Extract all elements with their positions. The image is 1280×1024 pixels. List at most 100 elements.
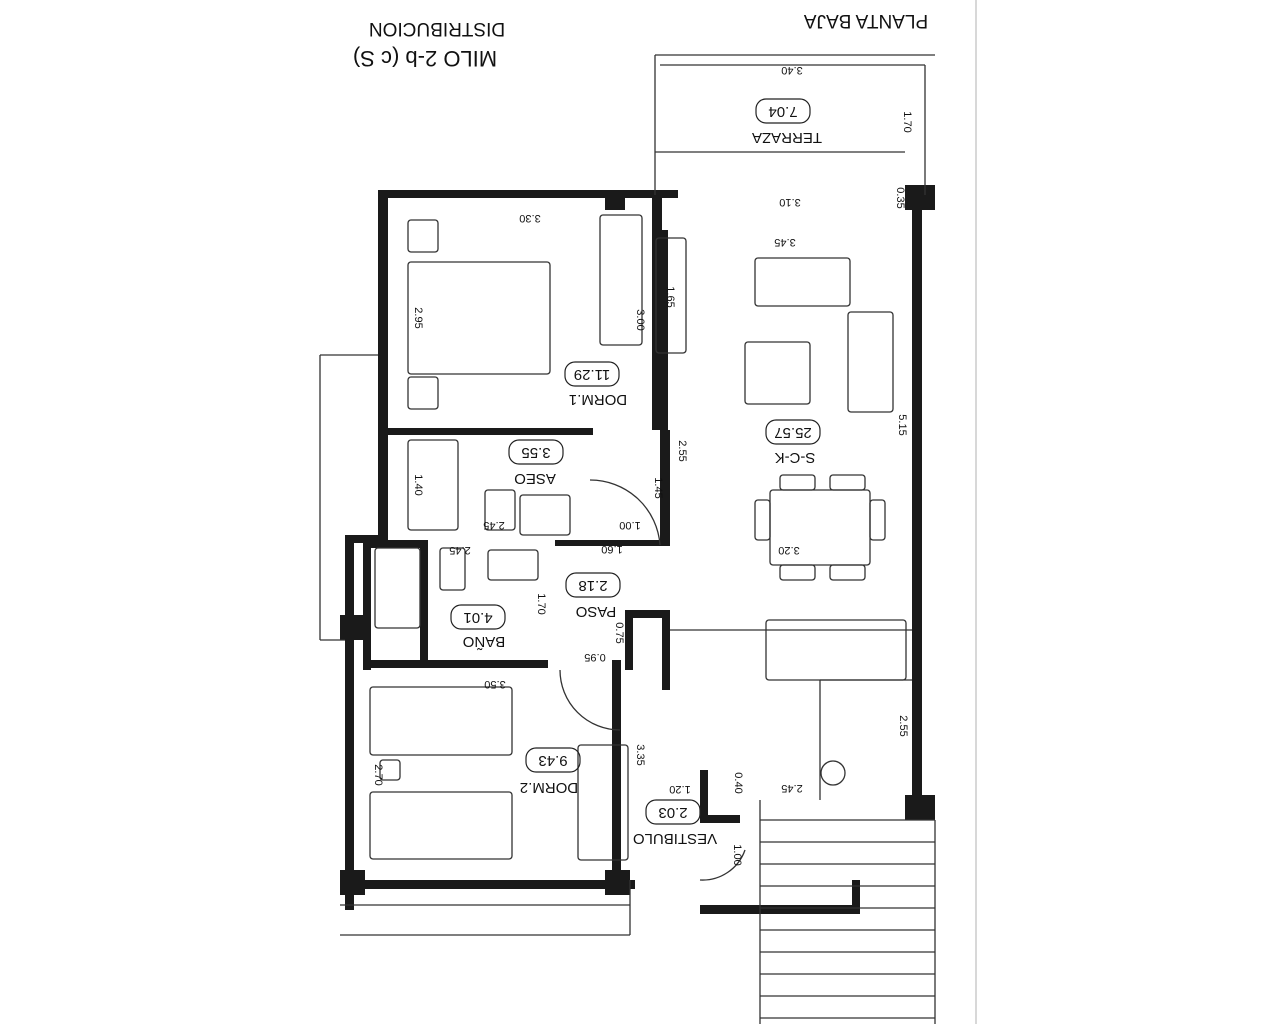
dimension-label: 2.70 bbox=[372, 764, 384, 785]
wall bbox=[625, 610, 670, 618]
furniture bbox=[374, 547, 421, 629]
wall bbox=[420, 540, 428, 668]
room-area: 7.04 bbox=[768, 103, 797, 120]
wall bbox=[700, 770, 708, 815]
furniture bbox=[754, 257, 851, 307]
dimension-label: 3.20 bbox=[778, 544, 799, 556]
wall bbox=[363, 540, 423, 548]
furniture bbox=[487, 549, 539, 581]
room-name: ASEO bbox=[514, 470, 556, 487]
dimension-label: 1.20 bbox=[669, 783, 690, 795]
dimension-label: 2.45 bbox=[781, 782, 802, 794]
door-swing bbox=[559, 669, 621, 731]
dimension-label: 2.95 bbox=[412, 307, 424, 328]
dimension-label: 3.45 bbox=[774, 236, 795, 248]
wall bbox=[363, 540, 371, 670]
furniture bbox=[779, 564, 816, 581]
room-area: 4.01 bbox=[463, 609, 492, 626]
dimension-label: 3.35 bbox=[634, 744, 646, 765]
wall bbox=[345, 535, 354, 910]
furniture bbox=[779, 474, 816, 491]
walls bbox=[340, 185, 935, 914]
furniture bbox=[744, 341, 811, 405]
wall bbox=[612, 660, 621, 890]
hob-icon bbox=[820, 760, 846, 786]
wall bbox=[340, 870, 365, 895]
door-swing bbox=[589, 479, 661, 546]
wall bbox=[378, 428, 386, 540]
dimension-label: 1.70 bbox=[901, 111, 913, 132]
furniture bbox=[379, 759, 401, 781]
dimension-label: 0.35 bbox=[894, 187, 906, 208]
wall bbox=[652, 422, 667, 430]
wall bbox=[912, 185, 922, 815]
dimension-label: 2.45 bbox=[449, 544, 470, 556]
wall bbox=[852, 880, 860, 914]
wall bbox=[345, 535, 388, 543]
area-box bbox=[645, 799, 701, 825]
wall bbox=[555, 540, 670, 546]
fixtures bbox=[319, 54, 936, 1024]
furniture bbox=[484, 489, 516, 531]
furniture bbox=[847, 311, 894, 413]
dimension-label: 3.00 bbox=[634, 309, 646, 330]
room-name: TERRAZA bbox=[752, 129, 822, 146]
area-box bbox=[450, 604, 506, 630]
wall bbox=[700, 815, 740, 823]
furniture bbox=[754, 499, 771, 541]
dimension-label: 1.00 bbox=[619, 519, 640, 531]
dimension-label: 1.45 bbox=[652, 477, 664, 498]
wall bbox=[605, 190, 625, 210]
room-area: 2.18 bbox=[578, 577, 607, 594]
wall bbox=[700, 905, 860, 914]
room-area: 11.29 bbox=[574, 366, 610, 383]
distribution-title: DISTRIBUCION bbox=[369, 18, 505, 39]
room-name: VESTIBULO bbox=[633, 830, 717, 847]
wall bbox=[363, 660, 548, 668]
page-edge bbox=[975, 0, 1280, 1024]
wall bbox=[340, 615, 365, 640]
dimension-label: 1.00 bbox=[731, 844, 743, 865]
room-area: 25.57 bbox=[774, 424, 812, 441]
room-name: BAÑO bbox=[463, 633, 506, 650]
furniture bbox=[407, 376, 439, 410]
wall bbox=[605, 870, 630, 895]
dimension-label: 3.50 bbox=[484, 678, 505, 690]
floor-title: PLANTA BAJA bbox=[804, 10, 929, 31]
wall bbox=[905, 185, 935, 210]
wall bbox=[345, 880, 635, 889]
area-box bbox=[565, 572, 621, 598]
dimension-label: 1.60 bbox=[601, 543, 622, 555]
furniture bbox=[599, 214, 643, 346]
furniture bbox=[519, 494, 571, 536]
furniture bbox=[439, 547, 466, 591]
furniture bbox=[369, 686, 513, 756]
dimension-label: 0.75 bbox=[613, 622, 625, 643]
area-box bbox=[508, 439, 564, 465]
dimension-label: 3.40 bbox=[781, 64, 802, 76]
dimension-label: 5.15 bbox=[896, 414, 908, 435]
door-swing bbox=[699, 849, 746, 881]
room-area: 2.03 bbox=[658, 804, 687, 821]
room-name: S-C-K bbox=[775, 449, 816, 466]
furniture bbox=[829, 564, 866, 581]
room-name: DORM.1 bbox=[569, 391, 627, 408]
room-area: 3.55 bbox=[521, 444, 550, 461]
room-name: DORM.2 bbox=[520, 779, 578, 796]
wall bbox=[660, 430, 670, 540]
room-name: PASO bbox=[576, 603, 617, 620]
wall bbox=[905, 795, 935, 820]
dimension-label: 3.30 bbox=[519, 212, 540, 224]
model-title: MILO 2-b (c S) bbox=[353, 46, 497, 71]
area-box bbox=[564, 361, 620, 387]
wall bbox=[660, 230, 668, 430]
furniture bbox=[407, 261, 551, 375]
room-area: 9.43 bbox=[538, 752, 567, 769]
wall bbox=[378, 190, 388, 540]
wall bbox=[625, 610, 633, 670]
dimension-label: 2.55 bbox=[676, 440, 688, 461]
furniture bbox=[655, 237, 687, 354]
furniture bbox=[407, 219, 439, 253]
wall bbox=[378, 428, 593, 435]
